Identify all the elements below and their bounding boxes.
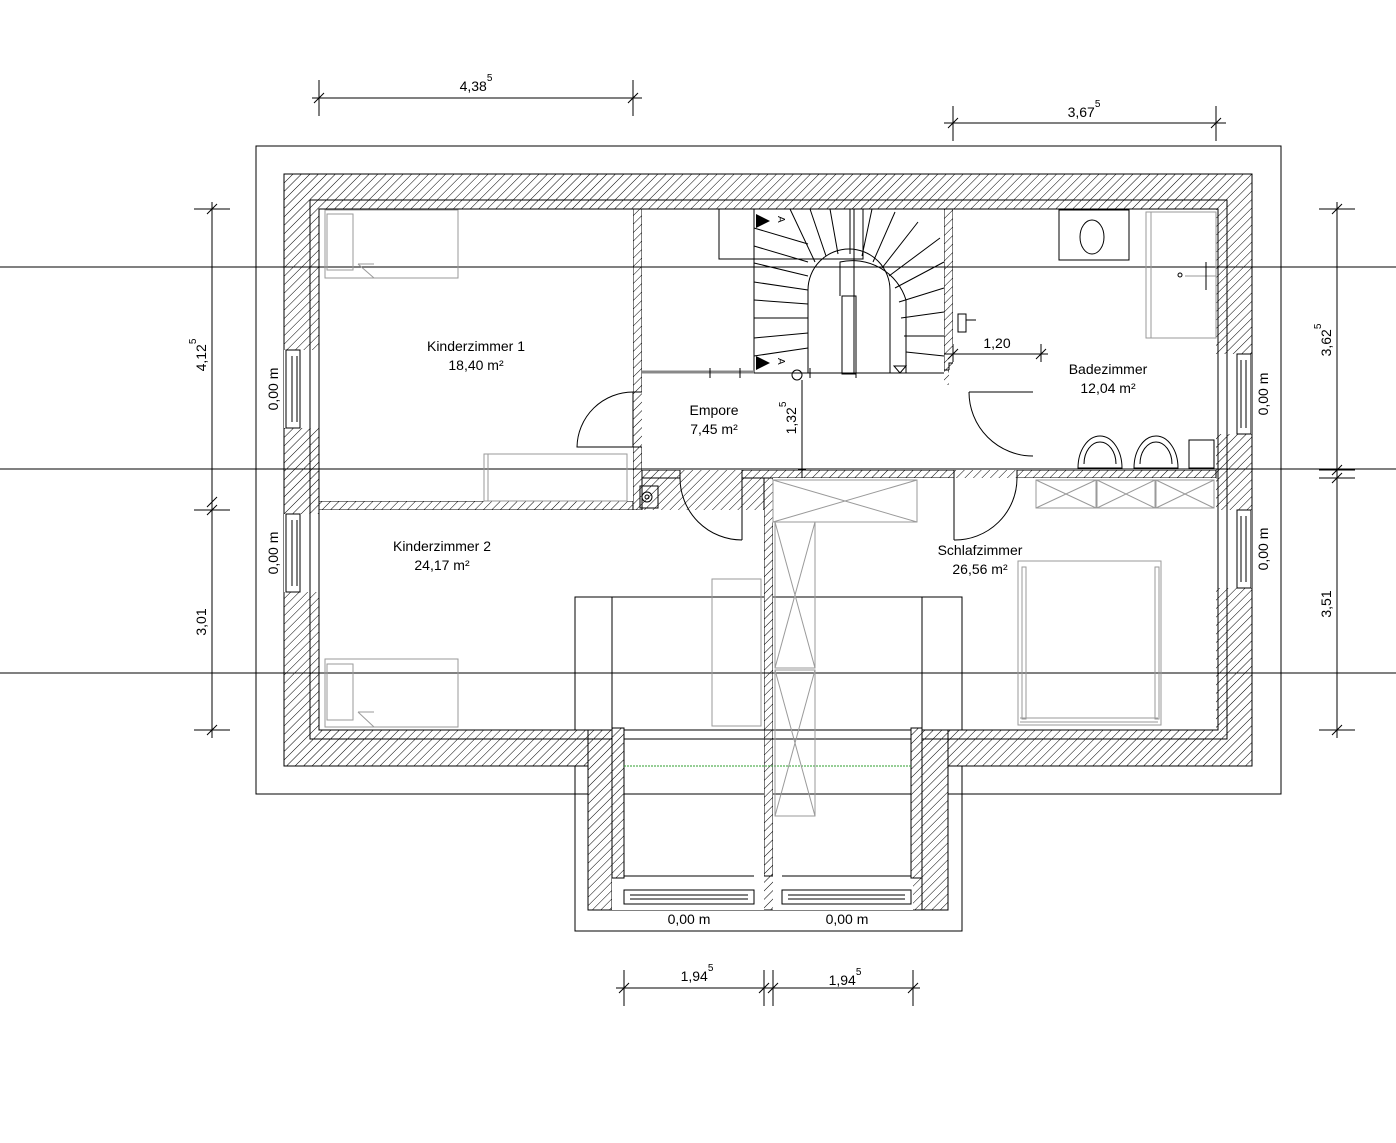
dimension-top-left-sup: 5 [487,73,493,84]
room-name-kinderzimmer1: Kinderzimmer 1 [427,338,525,354]
stair-treads [753,208,945,357]
toilet-icon [1079,219,1105,255]
dimension-top-right: 3,675 [944,99,1226,141]
sink-left-icon [1077,435,1123,469]
room-labels: Kinderzimmer 1 18,40 m² Kinderzimmer 2 2… [393,338,1148,577]
window-left-upper [285,349,301,429]
window-left-lower [285,513,301,593]
room-name-kinderzimmer2: Kinderzimmer 2 [393,538,491,554]
window-right-lower [1236,509,1252,589]
dimension-top-left: 4,385 [312,73,642,116]
dimension-bottom-right-sup: 5 [856,967,862,978]
furniture [324,209,1217,817]
window-right-upper [1236,353,1252,435]
bed-kinderzimmer1 [324,209,459,279]
double-bed-schlafzimmer [1017,560,1162,726]
svg-text:3,675: 3,675 [1068,99,1101,120]
dormer-walls [611,597,923,879]
dimension-right-upper-sup: 5 [1313,323,1324,329]
dimension-top-right-value: 3,67 [1068,104,1095,120]
chimney-flue-icon [641,491,653,503]
dimension-lines: 4,385 3,675 4,125 3,01 [188,73,1355,1006]
dimension-bath-width-value: 1,20 [983,335,1010,351]
dimension-bottom: 1,945 1,945 [616,963,920,1006]
svg-text:1,325: 1,325 [778,401,799,434]
dimension-left: 4,125 3,01 [188,202,230,738]
wardrobe-schlafzimmer [1035,479,1215,509]
door-kinderzimmer1 [576,391,634,448]
staircase: A A [642,208,945,478]
desk-kinderzimmer2 [711,578,762,727]
dimension-left-upper-sup: 5 [188,338,199,344]
dimension-left-upper-value: 4,12 [193,344,209,371]
room-name-schlafzimmer: Schlafzimmer [938,542,1023,558]
stair-mark-bottom: A [775,358,786,365]
bed-kinderzimmer2 [324,658,459,728]
dimension-right-upper-value: 3,62 [1318,329,1334,356]
dimension-right-lower-value: 3,51 [1318,590,1334,617]
windows [285,349,1252,905]
dimension-top-left-value: 4,38 [460,78,487,94]
window-label-left-upper: 0,00 m [265,368,281,411]
towel-radiator-badezimmer [957,313,976,333]
room-area-badezimmer: 12,04 m² [1080,380,1136,396]
window-label-left-lower: 0,00 m [265,532,281,575]
dimension-stair-height-value: 1,32 [783,407,799,434]
door-schlafzimmer [953,477,1018,541]
svg-text:1,945: 1,945 [681,963,714,984]
room-area-kinderzimmer2: 24,17 m² [414,557,470,573]
window-label-right-upper: 0,00 m [1255,373,1271,416]
dimension-stair-height-sup: 5 [778,401,789,407]
room-name-badezimmer: Badezimmer [1069,361,1148,377]
room-area-empore: 7,45 m² [690,421,738,437]
shower-badezimmer [1145,211,1217,339]
stair-end-arrow-icon [892,365,908,374]
stair-start-circle-icon [791,369,803,381]
wardrobe-hall [772,479,918,817]
walls [283,173,1253,911]
dimension-right: 3,625 3,51 [1313,202,1355,738]
window-bottom-right [781,875,912,905]
svg-text:4,125: 4,125 [188,338,209,371]
dimension-bottom-left-sup: 5 [708,963,714,974]
dimension-left-lower-value: 3,01 [193,608,209,635]
svg-text:4,385: 4,385 [460,73,493,94]
stair-mark-top: A [775,216,786,223]
door-badezimmer [968,391,1034,457]
sinks-badezimmer [1077,435,1215,469]
desk-kinderzimmer1 [483,453,628,502]
room-area-kinderzimmer1: 18,40 m² [448,357,504,373]
window-label-right-lower: 0,00 m [1255,528,1271,571]
stair-arrow-top-icon [756,214,770,228]
room-area-schlafzimmer: 26,56 m² [952,561,1008,577]
dimension-stair-height: 1,325 [778,401,799,434]
stair-arrow-bottom-icon [756,356,770,370]
window-bottom-left [623,875,755,905]
dimension-bottom-left-value: 1,94 [681,968,708,984]
window-labels: 0,00 m 0,00 m 0,00 m 0,00 m 0,00 m 0,00 … [265,368,1271,927]
sink-right-icon [1133,435,1179,469]
window-label-bottom-left: 0,00 m [668,911,711,927]
room-name-empore: Empore [689,402,738,418]
svg-text:3,625: 3,625 [1313,323,1334,356]
dimension-bottom-right-value: 1,94 [829,972,856,988]
window-label-bottom-right: 0,00 m [826,911,869,927]
toilet-badezimmer [1058,209,1130,261]
chimney [639,485,659,509]
dimension-top-right-sup: 5 [1095,99,1101,110]
dimension-bath-width: 1,20 [944,335,1048,362]
svg-text:1,945: 1,945 [829,967,862,988]
guide-lines [0,266,1396,674]
doors [576,391,1034,541]
door-kinderzimmer2 [679,477,743,541]
